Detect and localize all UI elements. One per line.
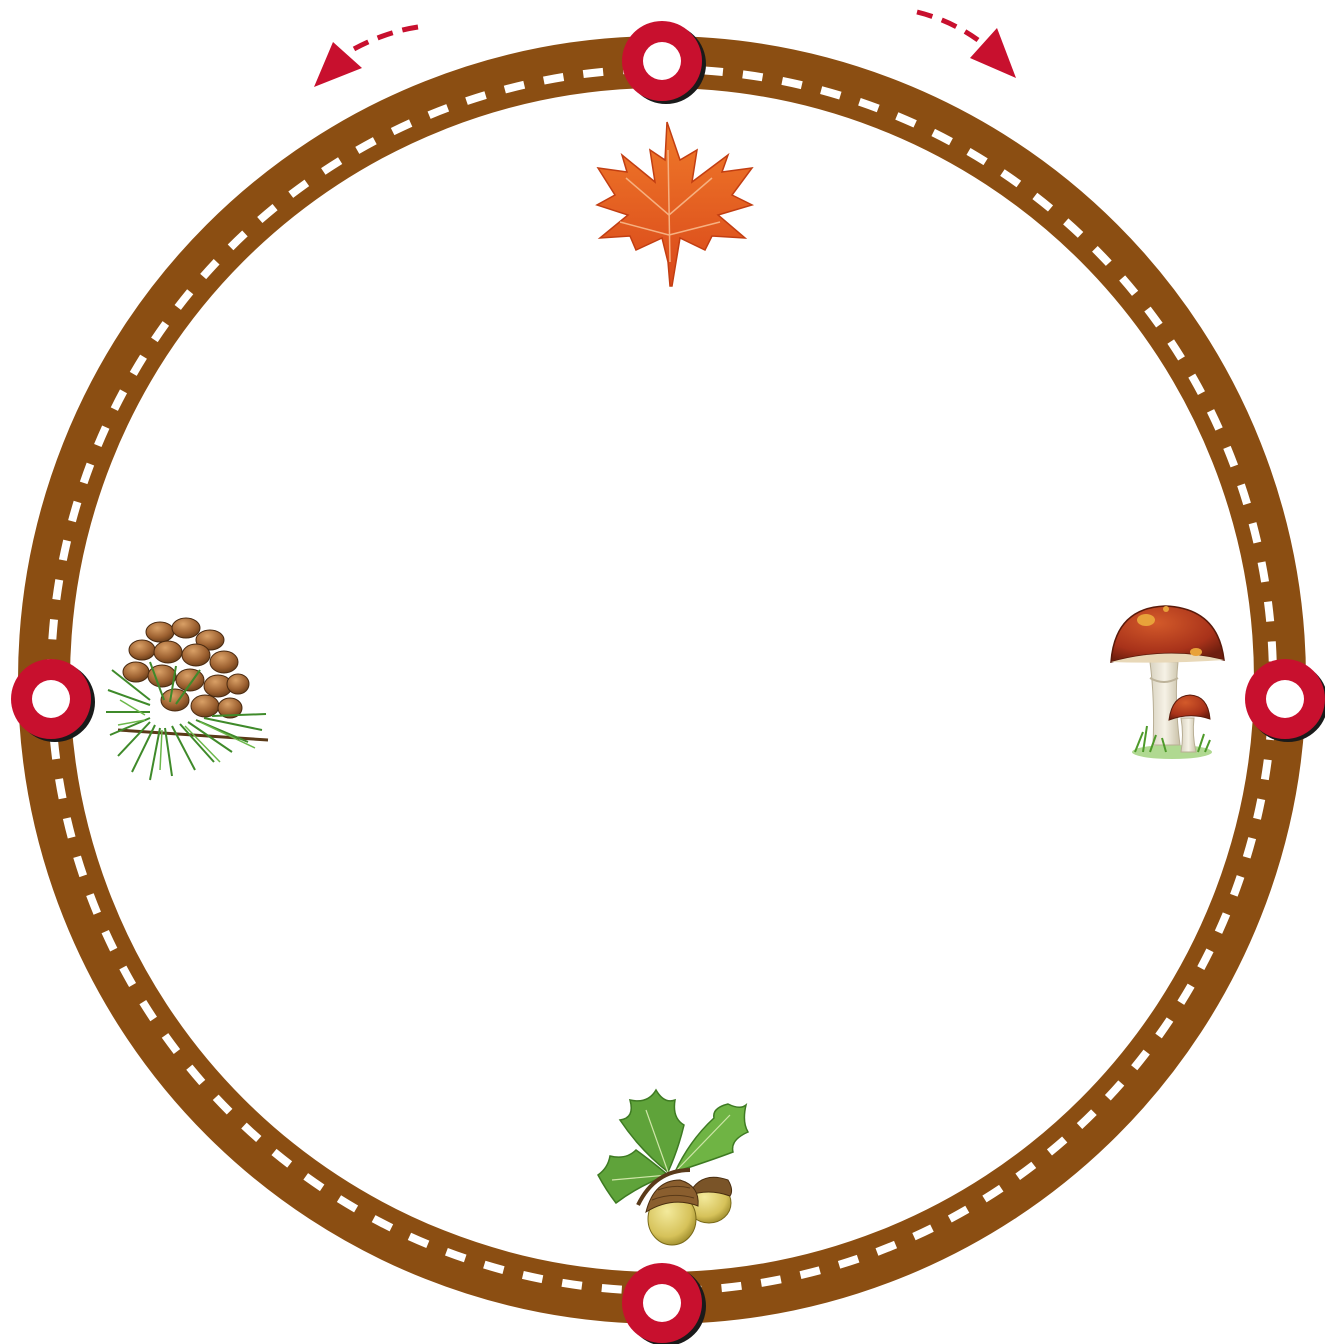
acorn-oak-leaves-icon [598, 1090, 748, 1245]
arrow-left-icon [314, 27, 418, 87]
arrow-right-icon [917, 12, 1016, 78]
maple-leaf-icon [597, 122, 752, 286]
mushroom-icon [1111, 606, 1224, 759]
stop-top [622, 21, 706, 104]
pine-cone-icon [106, 618, 268, 780]
